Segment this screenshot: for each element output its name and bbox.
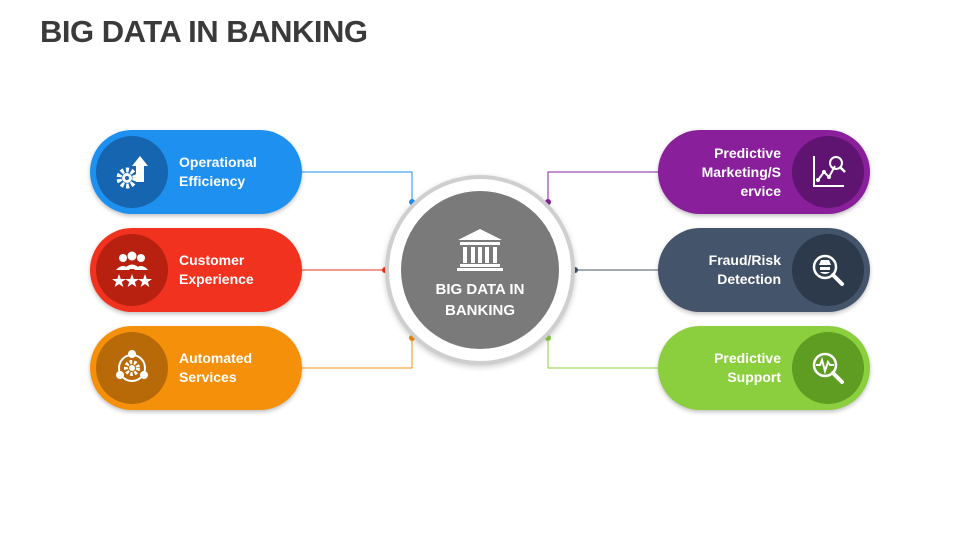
badge-predictive-marketing: [792, 136, 864, 208]
center-label: BIG DATA IN BANKING: [435, 281, 525, 319]
badge-operational-efficiency: [96, 136, 168, 208]
bank-icon: [457, 229, 503, 271]
center-hub-inner: BIG DATA IN BANKING: [401, 191, 559, 349]
center-hub: BIG DATA IN BANKING: [385, 175, 575, 365]
gear-growth-icon: [116, 156, 148, 189]
page-title: BIG DATA IN BANKING: [40, 14, 368, 49]
badge-customer-experience: [96, 234, 168, 306]
badge-automated-services: [96, 332, 168, 404]
connector-operational: [300, 171, 413, 202]
connector-automated: [300, 338, 413, 369]
pulse-search-icon: [812, 352, 844, 384]
connector-marketing: [547, 171, 660, 202]
analytics-chart-icon: [813, 156, 846, 187]
customer-stars-icon: [112, 251, 152, 287]
badge-fraud-risk-detection: [792, 234, 864, 306]
fraud-search-icon: [812, 254, 844, 286]
badge-predictive-support: [792, 332, 864, 404]
connector-support: [547, 338, 660, 369]
automation-cycle-icon: [116, 350, 148, 382]
